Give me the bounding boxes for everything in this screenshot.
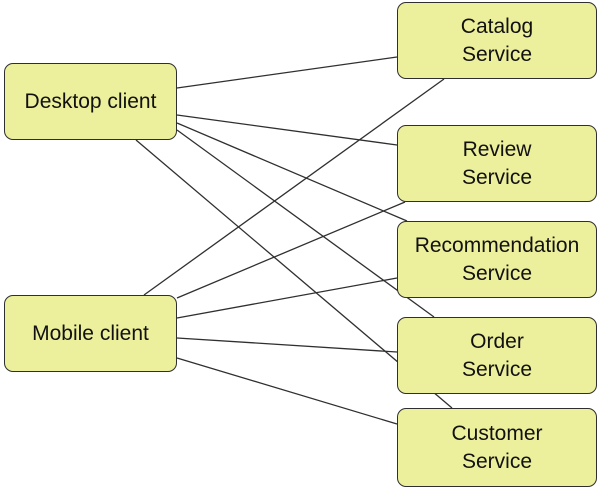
catalog-service-node: Catalog Service xyxy=(397,2,597,79)
catalog-service-subtitle: Service xyxy=(461,42,533,66)
review-service-node: Review Service xyxy=(397,125,597,202)
order-service-title: Order xyxy=(470,329,524,353)
edge-mobile-to-review xyxy=(176,201,406,299)
edge-desktop-to-review xyxy=(176,114,398,146)
review-service-subtitle: Service xyxy=(461,165,533,189)
review-service-title: Review xyxy=(462,137,532,161)
desktop-client-label: Desktop client xyxy=(24,89,157,113)
order-service-node: Order Service xyxy=(397,317,597,394)
catalog-service-title: Catalog xyxy=(460,14,534,38)
mobile-client-label: Mobile client xyxy=(32,321,149,345)
edge-desktop-to-recommendation xyxy=(176,122,408,222)
edge-desktop-to-catalog xyxy=(176,56,398,89)
mobile-client-node: Mobile client xyxy=(4,295,177,372)
recommendation-service-node: Recommendation Service xyxy=(397,221,597,298)
desktop-client-node: Desktop client xyxy=(4,63,177,140)
customer-service-node: Customer Service xyxy=(397,408,597,487)
edge-mobile-to-recommendation xyxy=(176,277,398,319)
customer-service-subtitle: Service xyxy=(461,449,533,473)
order-service-subtitle: Service xyxy=(461,357,533,381)
edge-mobile-to-order xyxy=(176,337,398,353)
edge-mobile-to-customer xyxy=(176,357,398,425)
recommendation-service-subtitle: Service xyxy=(461,261,533,285)
recommendation-service-title: Recommendation xyxy=(414,233,580,257)
customer-service-title: Customer xyxy=(451,421,543,445)
edge-mobile-to-catalog xyxy=(143,78,445,296)
edge-desktop-to-order xyxy=(176,129,435,318)
